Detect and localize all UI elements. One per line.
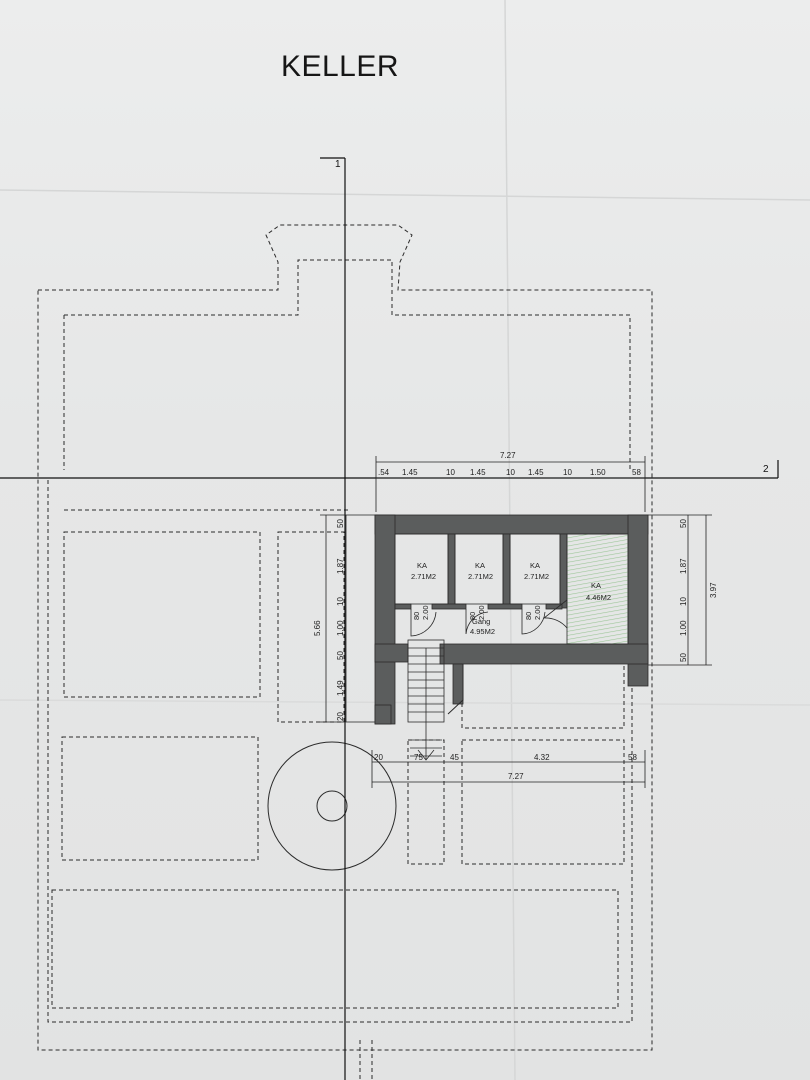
door-width: 80 xyxy=(524,612,533,620)
room-area: 2.71M2 xyxy=(411,572,436,581)
room-area: 2.71M2 xyxy=(468,572,493,581)
top-dimension-chain xyxy=(375,456,646,512)
bottom-dim-parts: 20 75 45 4.32 58 xyxy=(374,753,637,762)
stair-wall-edge xyxy=(447,664,464,715)
left-dim-part: 1.00 xyxy=(336,620,345,636)
room-area: 4.46M2 xyxy=(586,593,611,602)
left-dim-part: 10 xyxy=(336,597,345,606)
room-name: KA xyxy=(530,561,540,570)
basement-walls xyxy=(374,514,649,725)
door-height: 2.00 xyxy=(533,605,542,620)
axis-label-1: 1 xyxy=(335,159,341,170)
left-dim-part: 20 xyxy=(336,712,345,721)
plan-title: KELLER xyxy=(280,50,400,83)
dashed-rooms xyxy=(51,531,625,1080)
bottom-dimension-chain xyxy=(371,750,646,788)
top-dim-part: 1.45 xyxy=(402,468,418,477)
bottom-dim-part: 20 xyxy=(374,753,383,762)
right-dim-part: 50 xyxy=(679,519,688,528)
axis-label-2: 2 xyxy=(763,464,769,475)
right-dim-part: 1.00 xyxy=(679,620,688,636)
room-labels: KA 2.71M2 KA 2.71M2 KA 2.71M2 KA 4.46M2 … xyxy=(411,561,611,636)
right-dim-part: 1.87 xyxy=(679,558,688,574)
top-dim-part: .54 xyxy=(378,468,390,477)
top-dim-part: 1.45 xyxy=(470,468,486,477)
room-name: KA xyxy=(475,561,485,570)
right-dim-part: 50 xyxy=(679,653,688,662)
top-dim-part: 1.50 xyxy=(590,468,606,477)
door-labels: 80 2.00 80 2.00 80 2.00 xyxy=(412,605,542,620)
bottom-dim-part: 58 xyxy=(628,753,637,762)
top-dim-part: 10 xyxy=(506,468,515,477)
top-overall-dim: 7.27 xyxy=(500,451,516,460)
room-area: 4.95M2 xyxy=(470,627,495,636)
room-area: 2.71M2 xyxy=(524,572,549,581)
door-width: 80 xyxy=(412,612,421,620)
top-dim-parts: .54 1.45 10 1.45 10 1.45 10 1.50 58 xyxy=(378,468,641,477)
bottom-dim-part: 45 xyxy=(450,753,459,762)
room-outlines xyxy=(394,533,629,645)
top-dim-part: 58 xyxy=(632,468,641,477)
left-dim-part: 50 xyxy=(336,651,345,660)
left-dimension-chain xyxy=(320,514,378,723)
right-dim-part: 10 xyxy=(679,597,688,606)
bottom-dim-part: 4.32 xyxy=(534,753,550,762)
building-outline xyxy=(37,224,653,1051)
left-overall-dim: 5.66 xyxy=(313,620,322,636)
left-dim-part: 50 xyxy=(336,519,345,528)
staircase xyxy=(407,639,445,761)
left-dim-part: 1.49 xyxy=(336,680,345,696)
door-width: 80 xyxy=(468,612,477,620)
top-dim-part: 10 xyxy=(563,468,572,477)
door-height: 2.00 xyxy=(477,605,486,620)
right-dim-parts: 50 1.87 10 1.00 50 xyxy=(679,519,688,662)
left-dim-parts: 50 1.87 10 1.00 50 1.49 20 xyxy=(336,519,345,721)
room-name: Gang xyxy=(472,617,490,626)
right-overall-dim: 3.97 xyxy=(709,582,718,598)
hatched-storage-area xyxy=(567,534,628,644)
top-dim-part: 10 xyxy=(446,468,455,477)
room-name: KA xyxy=(591,581,601,590)
room-name: KA xyxy=(417,561,427,570)
bottom-overall-dim: 7.27 xyxy=(508,772,524,781)
right-dimension-chain xyxy=(648,514,712,666)
top-dim-part: 1.45 xyxy=(528,468,544,477)
door-height: 2.00 xyxy=(421,605,430,620)
left-dim-part: 1.87 xyxy=(336,558,345,574)
round-feature xyxy=(267,741,397,871)
door-swings xyxy=(410,599,568,637)
bottom-dim-part: 75 xyxy=(414,753,423,762)
